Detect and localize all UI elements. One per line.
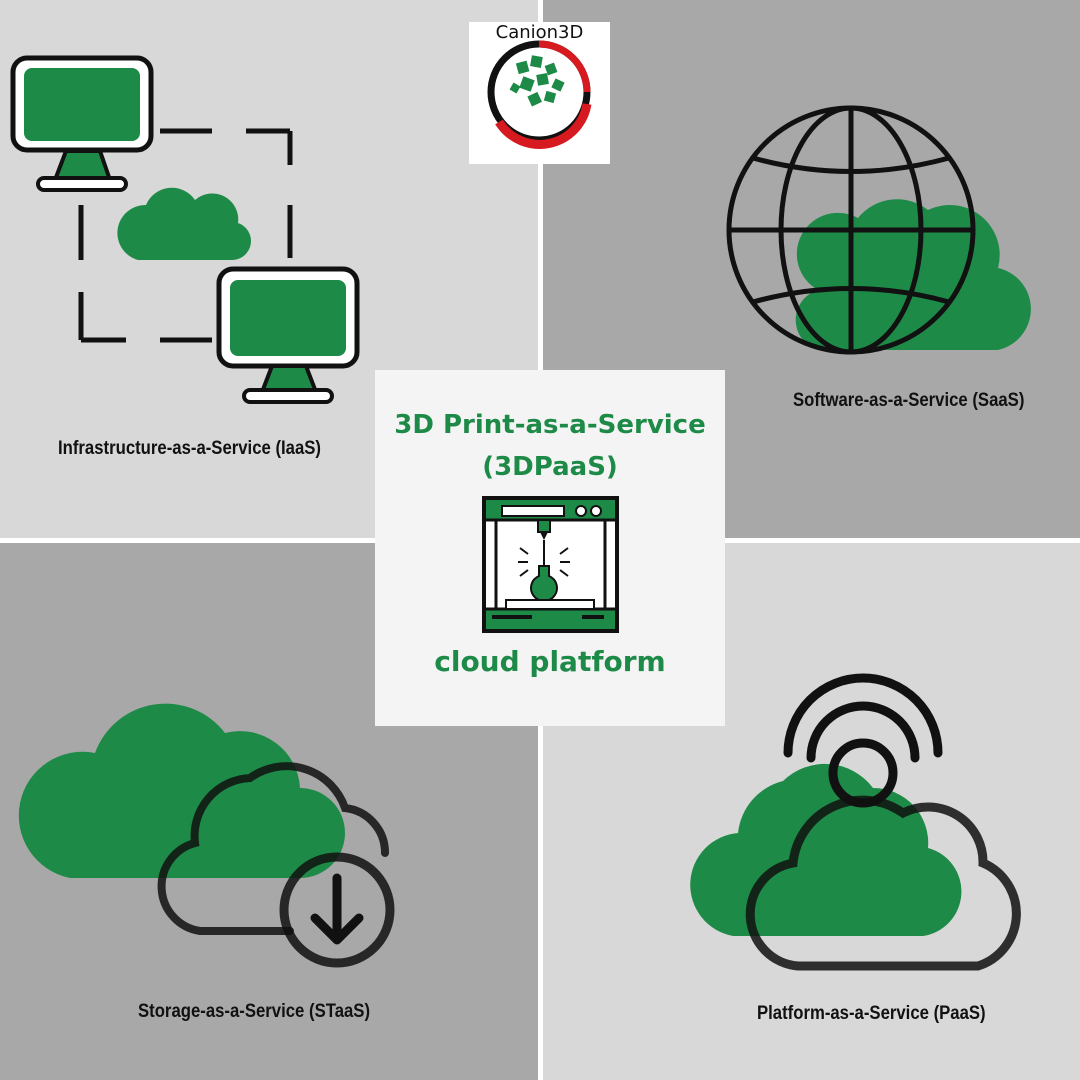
iaas-label: Infrastructure-as-a-Service (IaaS) <box>58 438 321 459</box>
3d-printer-icon <box>482 496 619 633</box>
logo-wordmark: Canion3D <box>495 22 584 43</box>
saas-panel: Software-as-a-Service (SaaS) <box>543 0 1080 538</box>
center-caption: cloud platform <box>434 645 666 678</box>
staas-panel: Storage-as-a-Service (STaaS) <box>0 543 538 1080</box>
center-title-line2: (3DPaaS) <box>482 452 618 482</box>
iaas-panel: Infrastructure-as-a-Service (IaaS) <box>0 0 538 538</box>
networked-computers-cloud-icon <box>10 55 360 404</box>
cloud-download-icon <box>18 703 395 968</box>
saas-label: Software-as-a-Service (SaaS) <box>793 390 1025 411</box>
canion3d-logo: Canion3D <box>469 22 610 164</box>
center-title-line1: 3D Print-as-a-Service <box>394 410 706 440</box>
logo-emblem-icon <box>487 40 592 149</box>
globe-cloud-icon <box>726 105 1031 355</box>
paas-label: Platform-as-a-Service (PaaS) <box>757 1003 986 1024</box>
center-card: 3D Print-as-a-Service (3DPaaS) cloud pla… <box>375 370 725 726</box>
cloud-broadcast-icon <box>690 673 1021 971</box>
staas-label: Storage-as-a-Service (STaaS) <box>138 1001 371 1022</box>
